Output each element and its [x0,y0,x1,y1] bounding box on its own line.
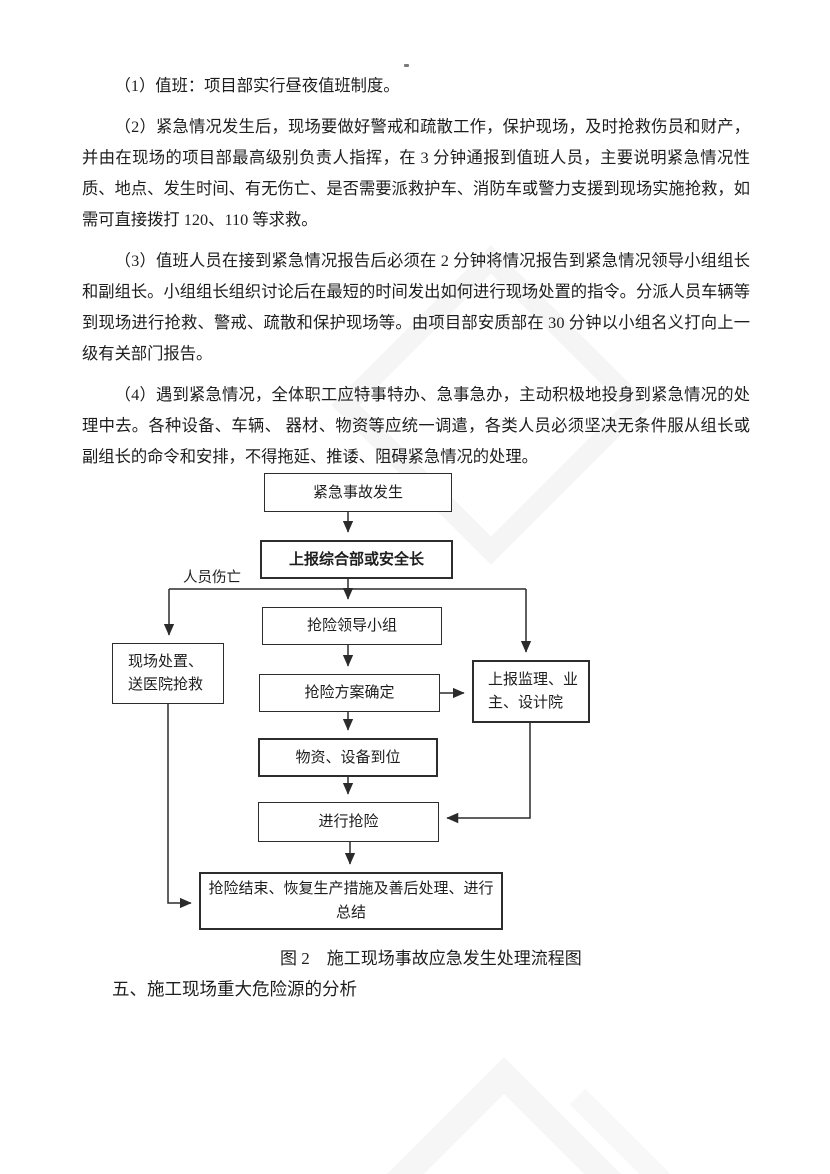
figure-caption: 图 2 施工现场事故应急发生处理流程图 [280,949,582,968]
flow-node-site-disposal: 现场处置、送医院抢救 [112,643,224,704]
section-heading: 五、施工现场重大危险源的分析 [112,979,357,999]
body-text: （1）值班：项目部实行昼夜值班制度。 （2）紧急情况发生后，现场要做好警戒和疏散… [82,70,750,482]
flow-node-start: 紧急事故发生 [264,473,452,512]
flow-node-plan-confirm: 抢险方案确定 [259,674,440,712]
flow-node-report-dept: 上报综合部或安全长 [260,540,453,579]
flow-node-leading-group: 抢险领导小组 [262,607,442,645]
flow-node-do-rescue: 进行抢险 [258,802,439,842]
paragraph-4: （4）遇到紧急情况，全体职工应特事特办、急事急办，主动积极地投身到紧急情况的处理… [82,385,750,466]
flow-node-materials-ready: 物资、设备到位 [258,738,438,777]
flow-branch-label-casualty: 人员伤亡 [183,570,241,586]
flow-node-finish: 抢险结束、恢复生产措施及善后处理、进行总结 [199,872,503,930]
paragraph-1: （1）值班：项目部实行昼夜值班制度。 [114,76,400,95]
paragraph-2: （2）紧急情况发生后，现场要做好警戒和疏散工作，保护现场，及时抢救伤员和财产，并… [82,117,750,229]
scan-artifact-dot [404,64,409,67]
paragraph-3: （3）值班人员在接到紧急情况报告后必须在 2 分钟将情况报告到紧急情况领导小组组… [82,251,750,363]
flow-node-notify-parties: 上报监理、业主、设计院 [472,660,590,723]
